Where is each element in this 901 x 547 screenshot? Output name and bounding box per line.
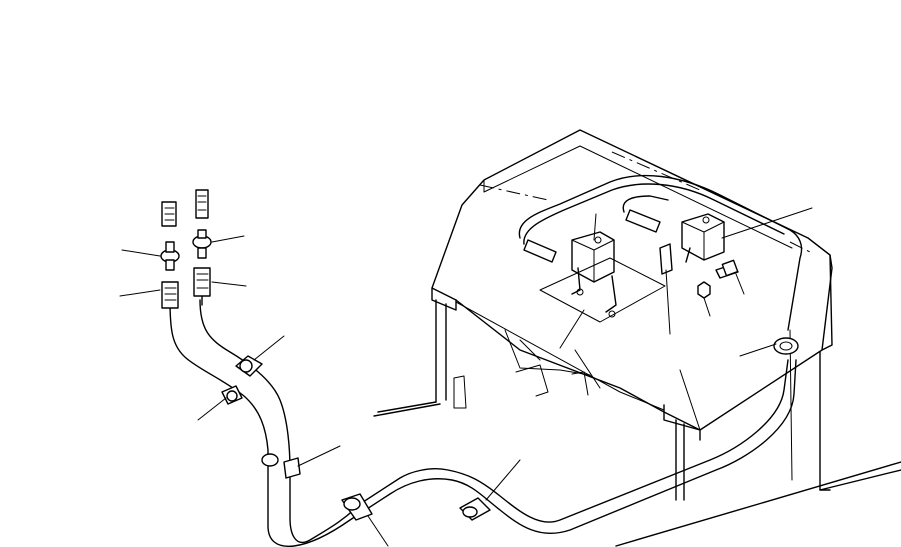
grommet [773, 337, 799, 355]
clamps [221, 355, 491, 521]
upper-hose [518, 174, 803, 331]
left-fittings [160, 189, 212, 309]
switch-block-left [539, 231, 666, 323]
leader-lines [119, 207, 813, 547]
switch-block-right [659, 213, 739, 299]
cab-frame [373, 129, 901, 547]
